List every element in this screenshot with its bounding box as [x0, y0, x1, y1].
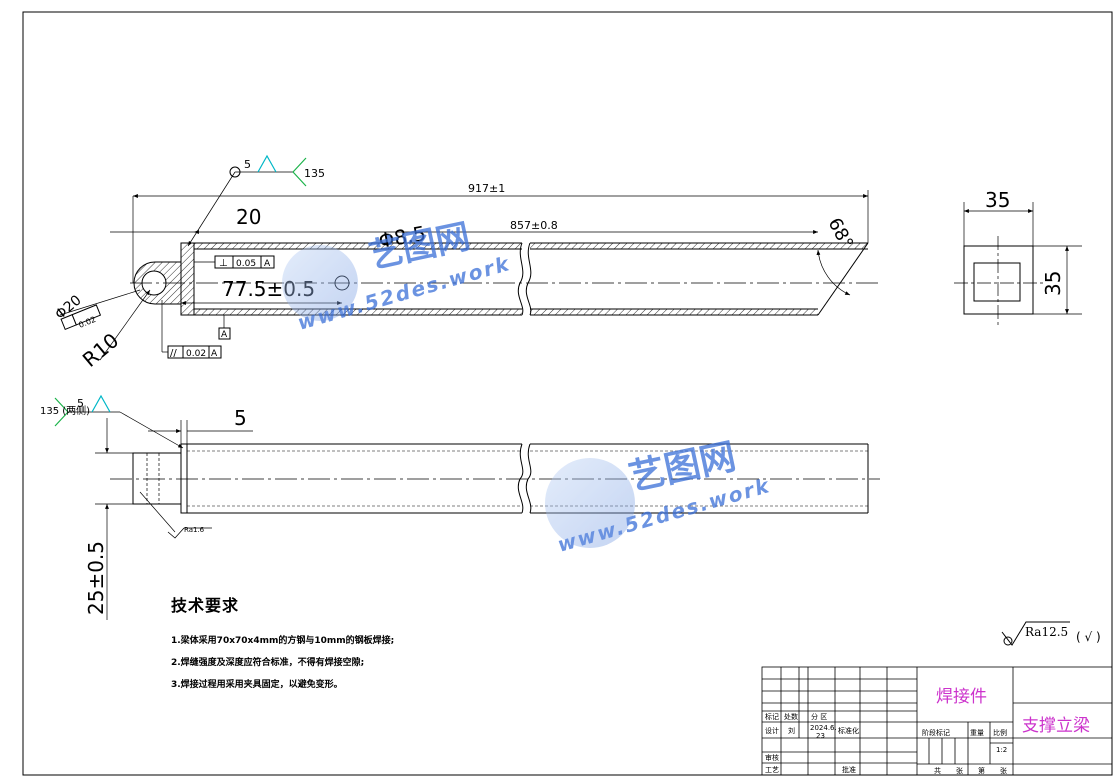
- tb-label-count: 处数: [784, 713, 798, 721]
- drawing-frame: [22, 11, 1113, 776]
- front-weld-size: 5: [77, 397, 84, 410]
- surface-finish-note: ( √ ): [1076, 630, 1101, 644]
- side-width-dim: 35: [985, 188, 1010, 212]
- par-symbol: //: [170, 348, 177, 359]
- tb-label-zone: 分 区: [811, 713, 828, 721]
- tb-design-date: 2024.6.: [810, 724, 837, 732]
- technical-requirements: 技术要求 1.梁体采用70x70x4mm的方钢与10mm的钢板焊接; 2.焊缝强…: [171, 592, 471, 696]
- tb-label-design: 设计: [765, 727, 779, 735]
- tech-req-item-3: 3.焊接过程用采用夹具固定，以避免变形。: [171, 680, 343, 690]
- surface-finish-symbol: [1001, 621, 1070, 646]
- front-roughness: Ra1.6: [184, 526, 205, 534]
- tb-design-date2: 23: [816, 732, 825, 740]
- end-plate-section: [180, 242, 195, 316]
- tb-scale: 1:2: [996, 746, 1008, 754]
- front-height-dim: 25±0.5: [84, 541, 108, 615]
- tb-label-sheet: 张: [1000, 767, 1007, 775]
- weld-angle-top: 135: [304, 167, 325, 180]
- tb-label-process: 工艺: [765, 766, 779, 774]
- tech-req-title: 技术要求: [171, 596, 240, 615]
- perp-datum: A: [264, 259, 271, 269]
- surface-finish-value: Ra12.5: [1025, 625, 1069, 639]
- tb-label-weight: 重量: [970, 729, 984, 737]
- tb-label-std: 标准化: [838, 727, 859, 735]
- tb-label-page: 第: [978, 767, 985, 775]
- par-datum: A: [211, 349, 218, 359]
- datum-a: A: [221, 330, 228, 340]
- title-part-name: 支撑立梁: [1022, 716, 1090, 736]
- tech-req-item-2: 2.焊缝强度及深度应符合标准，不得有焊接空隙;: [171, 658, 365, 668]
- tb-label-ratio: 比例: [993, 729, 1007, 737]
- front-plate-width-dim: 5: [234, 406, 247, 430]
- tb-design-name: 刘: [788, 727, 795, 735]
- front-view: [68, 411, 880, 620]
- tb-label-review: 审核: [765, 754, 779, 762]
- dim-inner-length: 857±0.8: [510, 219, 558, 232]
- tb-label-sheets: 张: [956, 767, 963, 775]
- perp-tolerance: 0.05: [236, 259, 256, 269]
- tb-label-total: 共: [934, 767, 941, 775]
- tb-label-approve: 批准: [842, 766, 856, 774]
- tb-label-mark: 标记: [765, 713, 779, 721]
- tech-req-item-1: 1.梁体采用70x70x4mm的方钢与10mm的钢板焊接;: [171, 636, 395, 646]
- weld-symbol-front: [54, 394, 111, 427]
- front-weld-label: 135 (两侧): [40, 404, 90, 417]
- perp-symbol: ⊥: [219, 258, 228, 269]
- title-block: [761, 666, 1113, 776]
- dim-eye-radius: R10: [78, 328, 124, 372]
- title-material: 焊接件: [936, 687, 987, 707]
- watermark-top: 艺图网 www.52des.work: [282, 216, 513, 335]
- weld-size-top: 5: [244, 158, 251, 171]
- watermark-bottom: 艺图网 www.52des.work: [545, 436, 773, 557]
- weld-symbol-top: [257, 154, 307, 187]
- dim-plate-thickness: 20: [236, 205, 261, 229]
- side-height-dim: 35: [1041, 271, 1065, 296]
- side-view: [954, 202, 1082, 326]
- tb-label-stage: 阶段标记: [922, 729, 950, 737]
- par-tolerance: 0.02: [186, 349, 206, 359]
- dim-overall-length: 917±1: [468, 182, 505, 195]
